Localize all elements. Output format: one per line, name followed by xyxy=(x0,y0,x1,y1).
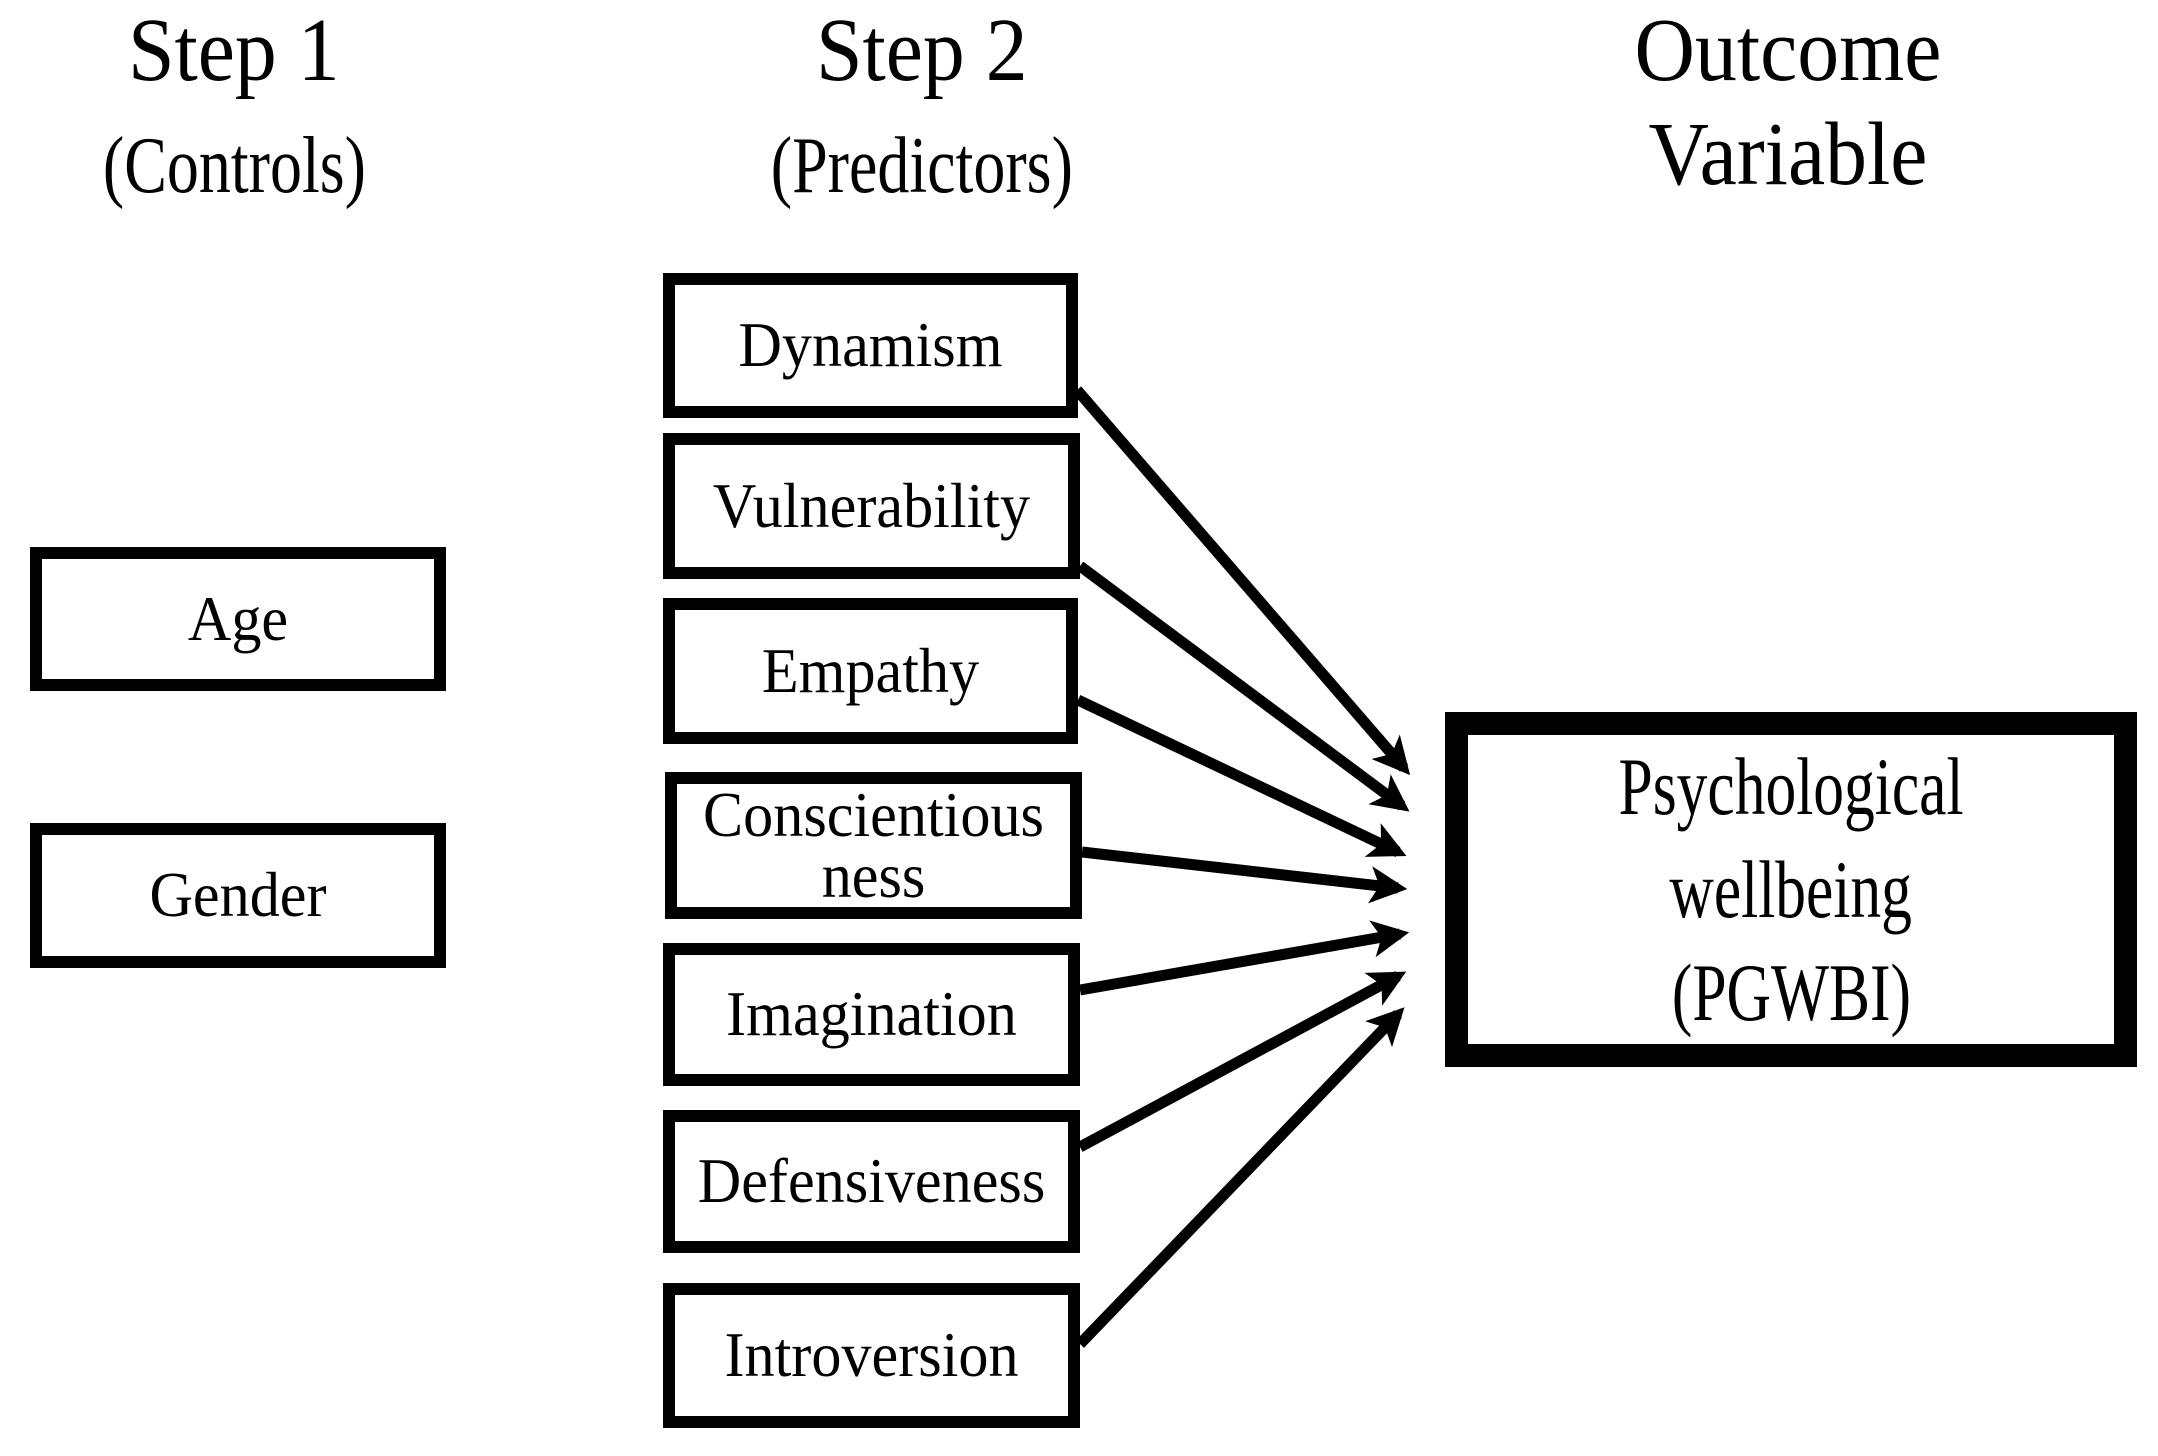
header-step1: Step 1 (Controls) xyxy=(14,6,454,207)
predictor-box-conscientiousness: Conscientious​ness xyxy=(665,772,1082,919)
header-step1-subtitle-text: (Controls) xyxy=(102,122,366,210)
arrow-empathy xyxy=(1075,695,1407,857)
header-step1-title-text: Step 1 xyxy=(128,1,340,100)
predictor-box-dynamism: Dynamism xyxy=(663,273,1078,418)
outcome-label-line3: (PGWBI) xyxy=(1671,947,1911,1039)
predictor-label-dynamism: Dynamism xyxy=(738,309,1003,381)
header-step2-subtitle-text: (Predictors) xyxy=(770,122,1074,210)
arrow-introversion xyxy=(1076,1007,1405,1348)
header-step1-title: Step 1 xyxy=(14,6,454,96)
control-box-age: Age xyxy=(30,547,446,691)
outcome-label-line2: wellbeing xyxy=(1669,843,1913,935)
predictor-box-empathy: Empathy xyxy=(663,598,1078,744)
predictor-label-conscientiousness: Conscientious​ness xyxy=(703,778,1044,911)
predictor-label-empathy: Empathy xyxy=(761,634,980,706)
header-step2-title-text: Step 2 xyxy=(816,1,1028,100)
predictor-box-vulnerability: Vulnerability xyxy=(663,433,1080,579)
header-outcome-title: Outcome xyxy=(1568,6,2008,96)
predictor-box-imagination: Imagination xyxy=(663,943,1080,1086)
outcome-label-line1: Psychological xyxy=(1618,740,1964,832)
predictor-box-introversion: Introversion xyxy=(663,1283,1080,1428)
header-step2: Step 2 (Predictors) xyxy=(702,6,1142,207)
control-box-gender: Gender xyxy=(30,823,446,968)
arrow-dynamism xyxy=(1072,386,1411,776)
predictor-label-defensiveness: Defensiveness xyxy=(697,1145,1046,1217)
header-outcome: Outcome Variable xyxy=(1568,6,2008,200)
predictor-label-imagination: Imagination xyxy=(726,978,1017,1050)
header-outcome-subtitle: Variable xyxy=(1568,110,2008,200)
header-step2-title: Step 2 xyxy=(702,6,1142,96)
predictor-label-introversion: Introversion xyxy=(724,1319,1019,1391)
header-step1-subtitle: (Controls) xyxy=(14,126,454,206)
arrow-imagination xyxy=(1079,920,1410,996)
predictor-label-vulnerability: Vulnerability xyxy=(712,469,1031,541)
header-outcome-title-text: Outcome xyxy=(1634,1,1942,100)
header-step2-subtitle: (Predictors) xyxy=(702,126,1142,206)
predictor-box-defensiveness: Defensiveness xyxy=(663,1110,1080,1253)
arrow-vulnerability xyxy=(1076,561,1410,812)
outcome-box: Psychological wellbeing (PGWBI) xyxy=(1445,712,2137,1067)
control-label-age: Age xyxy=(187,582,289,654)
control-label-gender: Gender xyxy=(149,859,327,931)
header-outcome-subtitle-text: Variable xyxy=(1648,105,1928,204)
arrow-conscientiousness xyxy=(1081,846,1408,904)
arrow-defensiveness xyxy=(1077,971,1407,1152)
